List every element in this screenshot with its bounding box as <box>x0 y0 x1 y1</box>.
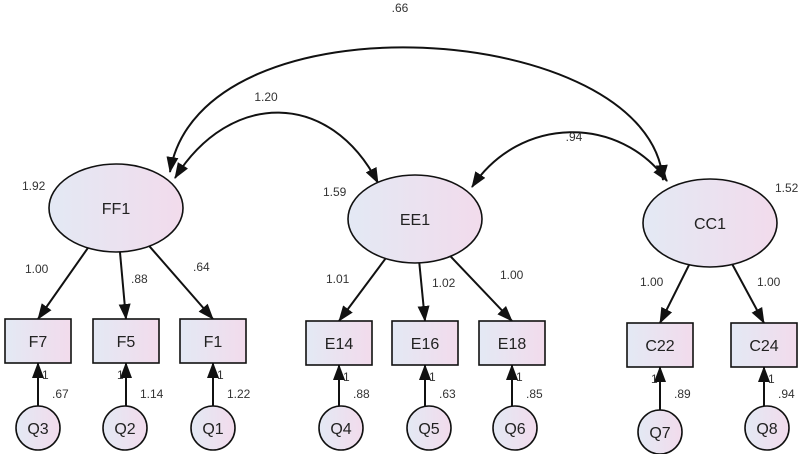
indicator-f1 <box>179 318 247 364</box>
latent-label: FF1 <box>102 201 131 218</box>
error-label: Q8 <box>756 421 777 438</box>
loading-value: 1.00 <box>640 275 664 289</box>
loading-arrow <box>148 245 214 320</box>
error-variance: 1.14 <box>140 387 164 401</box>
error-q8 <box>744 405 790 451</box>
covariance-arrow-ee1-cc1 <box>471 131 668 188</box>
indicator-e18 <box>478 320 546 366</box>
error-weight: 1 <box>343 370 350 384</box>
indicator-label: F5 <box>117 334 136 351</box>
error-q7 <box>637 409 683 454</box>
error-label: Q5 <box>418 421 439 438</box>
error-weight: 1 <box>429 370 436 384</box>
covariance-arrow-ff1-ee1 <box>174 111 379 184</box>
covariance-value: .94 <box>566 130 583 144</box>
error-weight: 1 <box>217 368 224 382</box>
error-weight: 1 <box>117 368 124 382</box>
error-label: Q1 <box>202 421 223 438</box>
latent-variance: 1.92 <box>22 179 46 193</box>
indicator-label: C24 <box>749 338 778 355</box>
loading-arrow <box>731 263 765 324</box>
error-weight: 1 <box>768 372 775 386</box>
latent-label: CC1 <box>694 216 726 233</box>
indicator-label: E18 <box>498 336 527 353</box>
error-label: Q3 <box>27 421 48 438</box>
latent-ee1 <box>347 174 483 264</box>
error-variance: .88 <box>353 387 370 401</box>
latent-variance: 1.52 <box>775 181 799 195</box>
error-q4 <box>318 405 364 451</box>
loading-value: .64 <box>193 260 210 274</box>
error-variance: .94 <box>778 387 795 401</box>
loading-arrow <box>338 257 387 322</box>
error-q5 <box>406 405 452 451</box>
error-q3 <box>15 405 61 451</box>
error-label: Q4 <box>330 421 351 438</box>
latent-variance: 1.59 <box>323 185 347 199</box>
indicator-label: F7 <box>29 334 48 351</box>
indicator-e16 <box>391 320 459 366</box>
covariance-value: 1.20 <box>254 90 278 104</box>
covariance-arrow-ff1-cc1 <box>166 46 668 181</box>
error-label: Q2 <box>114 421 135 438</box>
indicator-label: E14 <box>325 336 354 353</box>
error-q1 <box>190 405 236 451</box>
error-label: Q6 <box>504 421 525 438</box>
error-weight: 1 <box>516 370 523 384</box>
error-weight: 1 <box>42 368 49 382</box>
indicator-c24 <box>730 322 798 368</box>
loading-arrow <box>449 255 513 322</box>
indicator-label: C22 <box>645 338 674 355</box>
loading-arrow <box>417 262 430 322</box>
loading-value: 1.02 <box>432 276 456 290</box>
indicator-e14 <box>305 320 373 366</box>
loading-value: 1.01 <box>326 272 350 286</box>
error-variance: .67 <box>52 387 69 401</box>
loading-value: 1.00 <box>500 268 524 282</box>
error-q6 <box>492 405 538 451</box>
indicator-f5 <box>92 318 160 364</box>
latent-ff1 <box>48 163 184 253</box>
loading-arrow <box>37 247 89 320</box>
indicator-label: F1 <box>204 334 223 351</box>
error-variance: .89 <box>674 387 691 401</box>
loading-value: .88 <box>131 272 148 286</box>
indicator-label: E16 <box>411 336 440 353</box>
indicator-c22 <box>626 322 694 368</box>
error-variance: .85 <box>526 387 543 401</box>
latent-label: EE1 <box>400 212 430 229</box>
latent-cc1 <box>642 178 778 268</box>
loading-value: 1.00 <box>757 275 781 289</box>
error-variance: 1.22 <box>227 387 251 401</box>
loading-arrow <box>118 251 131 320</box>
error-label: Q7 <box>649 425 670 442</box>
error-q2 <box>102 405 148 451</box>
loading-value: 1.00 <box>25 262 49 276</box>
covariance-value: .66 <box>392 1 409 15</box>
indicator-f7 <box>4 318 72 364</box>
error-weight: 1 <box>651 372 658 386</box>
loading-arrow <box>659 264 690 324</box>
error-variance: .63 <box>439 387 456 401</box>
